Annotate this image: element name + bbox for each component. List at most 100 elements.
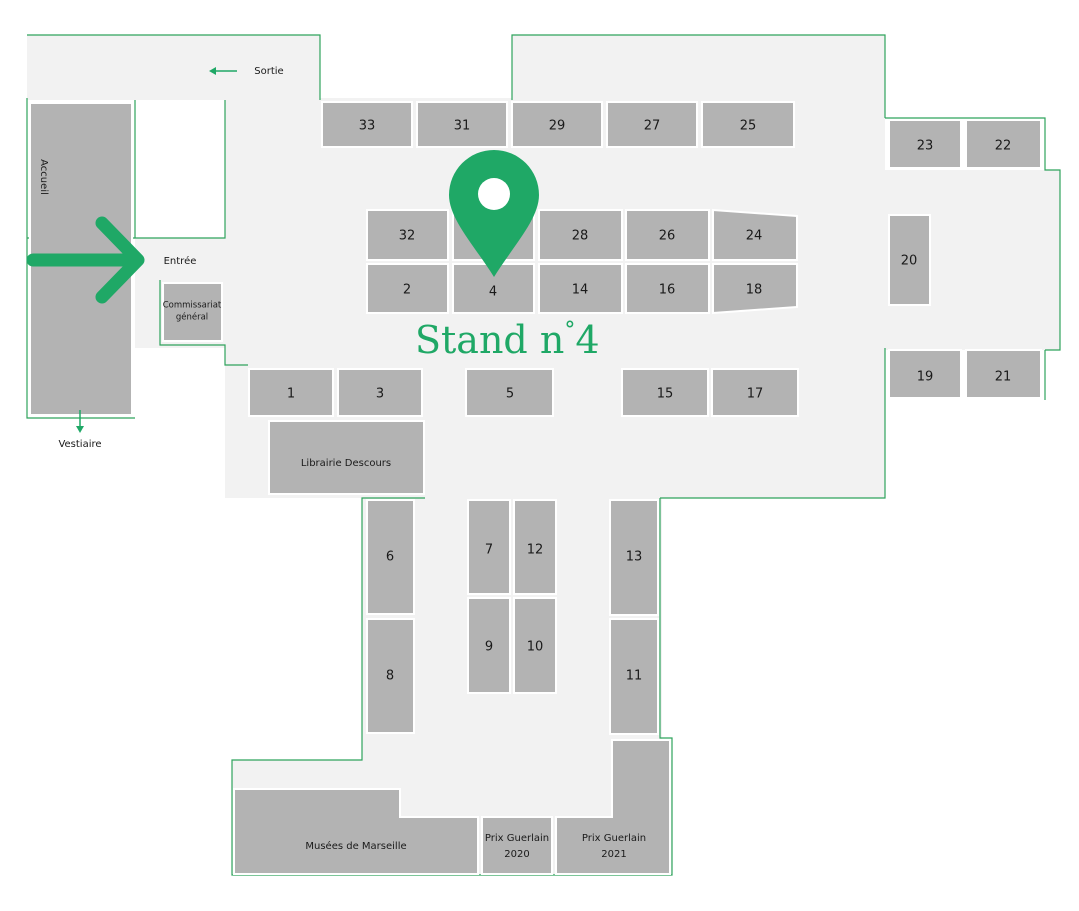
stand-24[interactable] xyxy=(712,208,798,261)
stand-20[interactable] xyxy=(888,214,931,306)
stand-labels: 33 31 29 27 25 23 22 32 28 26 24 2 4 14 … xyxy=(287,119,1011,684)
stand-32[interactable] xyxy=(366,209,449,261)
stand-8[interactable] xyxy=(366,618,415,734)
stand-callout-prefix: Stand n xyxy=(415,318,564,362)
stand-6-label: 6 xyxy=(386,550,394,565)
stand-callout-degree: ° xyxy=(564,318,575,343)
stand-24-label: 24 xyxy=(746,229,763,244)
wall-inner-room xyxy=(134,100,226,239)
location-pin-icon xyxy=(449,150,539,277)
wall-right-lower xyxy=(660,348,886,499)
stand-31-label: 31 xyxy=(454,119,471,134)
stand-9[interactable] xyxy=(467,597,511,694)
stand-6[interactable] xyxy=(366,499,415,615)
stand-10[interactable] xyxy=(513,597,557,694)
floor-top-left-corridor xyxy=(27,35,320,100)
stand-18-label: 18 xyxy=(746,283,763,298)
stand-28-label: 28 xyxy=(572,229,589,244)
prix-2020-label-line2: 2020 xyxy=(504,849,529,860)
stand-33[interactable] xyxy=(321,101,413,148)
direction-arrows xyxy=(26,67,237,433)
commissariat-label-line2: général xyxy=(176,312,208,323)
stand-18[interactable] xyxy=(712,263,798,315)
stand-12-label: 12 xyxy=(527,543,544,558)
stand-highlight-callout: Stand n°4 xyxy=(415,318,600,362)
stand-13[interactable] xyxy=(609,499,659,616)
stand-28[interactable] xyxy=(538,209,623,261)
wall-top-right xyxy=(511,34,886,118)
stands xyxy=(29,101,1042,875)
prix-2020-label-line1: Prix Guerlain xyxy=(485,833,549,844)
librairie-label: Librairie Descours xyxy=(301,458,391,469)
commissariat-label-line1: Commissariat xyxy=(163,301,222,311)
stand-14[interactable] xyxy=(538,263,623,314)
floor-top-right-block xyxy=(512,35,885,100)
walls xyxy=(26,34,1061,876)
stand-12[interactable] xyxy=(513,499,557,595)
prix-2021-label-line1: Prix Guerlain xyxy=(582,833,646,844)
stand-17[interactable] xyxy=(711,368,799,417)
stand-17-label: 17 xyxy=(747,387,764,402)
vestiaire-label: Vestiaire xyxy=(58,439,101,450)
stand-19[interactable] xyxy=(888,349,962,399)
stand-callout-text: Stand n°4 xyxy=(415,318,600,362)
stand-25[interactable] xyxy=(701,101,795,148)
stand-9-label: 9 xyxy=(485,640,493,655)
stand-10-label: 10 xyxy=(527,640,544,655)
stand-1-label: 1 xyxy=(287,387,295,402)
stand-5-label: 5 xyxy=(506,387,514,402)
stand-23-label: 23 xyxy=(917,139,934,154)
stand-13-label: 13 xyxy=(626,550,643,565)
stand-21[interactable] xyxy=(965,349,1042,399)
stand-23[interactable] xyxy=(888,119,962,169)
stand-26[interactable] xyxy=(625,209,710,261)
stand-19-label: 19 xyxy=(917,370,934,385)
wall-south-right xyxy=(231,497,673,876)
stand-29-label: 29 xyxy=(549,119,566,134)
stand-27[interactable] xyxy=(606,101,698,148)
stand-16[interactable] xyxy=(625,263,710,314)
stand-20-label: 20 xyxy=(901,254,918,269)
stand-32-label: 32 xyxy=(399,229,416,244)
stand-2-label: 2 xyxy=(403,283,411,298)
stand-15-label: 15 xyxy=(657,387,674,402)
entrance-arrow-icon xyxy=(26,216,145,304)
stand-4-label: 4 xyxy=(489,285,497,300)
area-labels: Sortie Entrée Accueil Vestiaire Commissa… xyxy=(38,66,646,860)
stand-26-label: 26 xyxy=(659,229,676,244)
wall-right-upper xyxy=(885,117,1061,351)
commissariat-block xyxy=(162,282,223,342)
stand-1[interactable] xyxy=(248,368,334,417)
librairie-block xyxy=(268,420,425,495)
stand-7[interactable] xyxy=(467,499,511,595)
entree-label: Entrée xyxy=(164,255,197,267)
stand-14-label: 14 xyxy=(572,283,589,298)
stand-22[interactable] xyxy=(965,119,1042,169)
stand-2[interactable] xyxy=(366,263,449,314)
wall-left-lower xyxy=(26,98,135,419)
exit-arrow-icon xyxy=(209,67,237,75)
stand-8-label: 8 xyxy=(386,669,394,684)
vestiaire-arrow-icon xyxy=(76,410,84,433)
stand-16-label: 16 xyxy=(659,283,676,298)
stand-11[interactable] xyxy=(609,618,659,735)
stand-22-label: 22 xyxy=(995,139,1012,154)
stand-25-label: 25 xyxy=(740,119,757,134)
stand-15[interactable] xyxy=(621,368,709,417)
stand-27-label: 27 xyxy=(644,119,661,134)
musees-block xyxy=(233,788,479,875)
stand-7-label: 7 xyxy=(485,543,493,558)
stand-31[interactable] xyxy=(416,101,508,148)
musees-label: Musées de Marseille xyxy=(305,840,406,852)
wall-commissariat xyxy=(159,280,248,366)
wall-top-left xyxy=(27,34,321,100)
stand-29[interactable] xyxy=(511,101,603,148)
stand-5[interactable] xyxy=(465,368,554,417)
stand-3[interactable] xyxy=(337,368,423,417)
accueil-label: Accueil xyxy=(38,159,49,195)
prix-2021-block xyxy=(555,739,671,875)
stand-11-label: 11 xyxy=(626,669,643,684)
stand-21-label: 21 xyxy=(995,370,1012,385)
stand-callout-number: 4 xyxy=(575,318,599,362)
prix-2021-label-line2: 2021 xyxy=(601,849,626,860)
